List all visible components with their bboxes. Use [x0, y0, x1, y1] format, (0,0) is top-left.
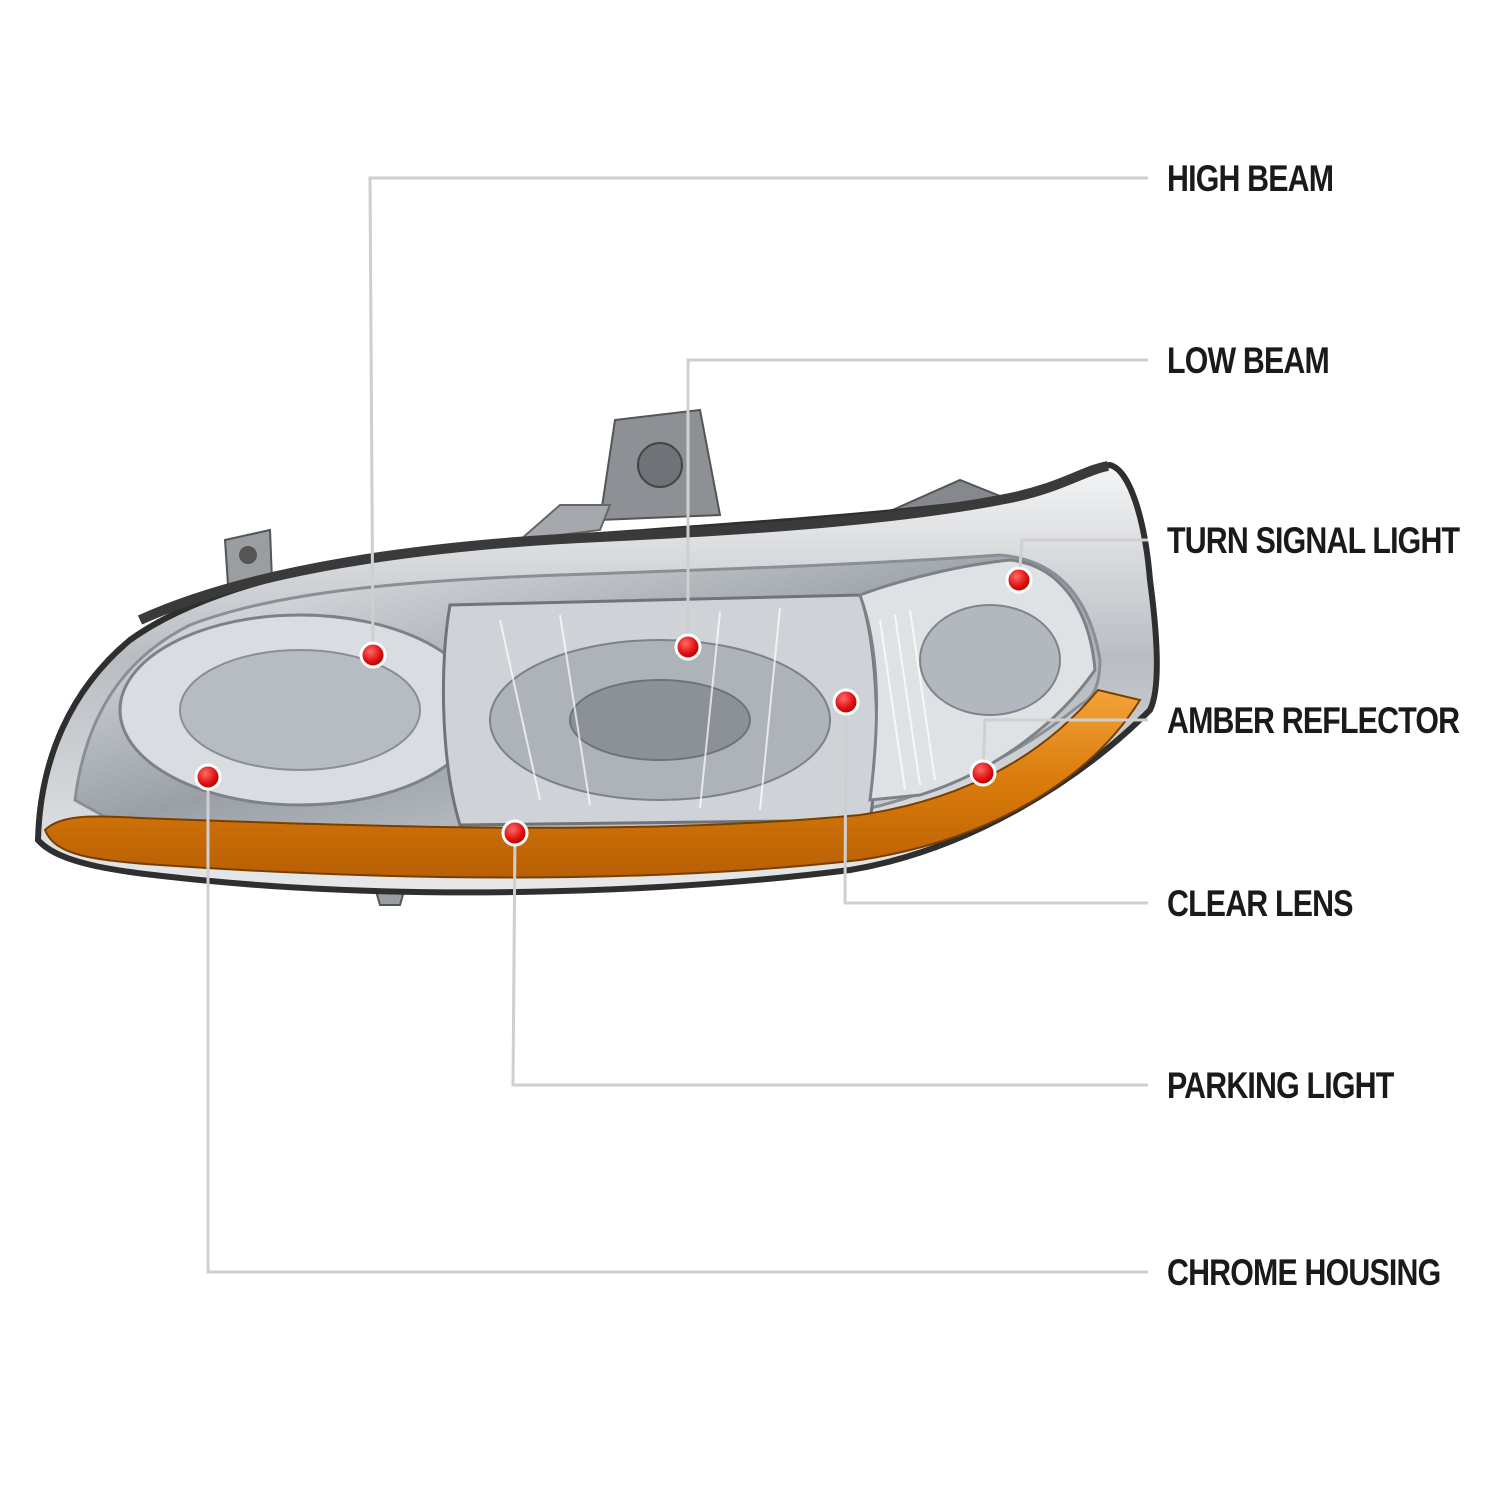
marker-parking-light — [501, 819, 529, 847]
leader-line-chrome-housing — [206, 777, 1148, 1274]
marker-dots — [194, 566, 1033, 847]
marker-low-beam — [674, 633, 702, 661]
label-clear-lens: CLEAR LENS — [1167, 883, 1353, 924]
marker-chrome-housing — [194, 763, 222, 791]
leader-line-amber-reflector — [981, 718, 1148, 774]
label-parking-light: PARKING LIGHT — [1167, 1065, 1394, 1106]
label-chrome-housing: CHROME HOUSING — [1167, 1252, 1441, 1293]
leader-line-clear-lens — [843, 701, 1148, 905]
top-seal — [137, 461, 1110, 625]
label-amber-reflector: AMBER REFLECTOR — [1167, 700, 1460, 741]
label-high-beam: HIGH BEAM — [1167, 158, 1334, 199]
marker-amber-reflector — [969, 759, 997, 787]
label-low-beam: LOW BEAM — [1167, 340, 1330, 381]
marker-clear-lens — [832, 688, 860, 716]
marker-turn-signal — [1005, 566, 1033, 594]
label-turn-signal-light: TURN SIGNAL LIGHT — [1167, 520, 1460, 561]
leader-line-high-beam — [368, 176, 1148, 656]
leader-lines — [206, 176, 1148, 1274]
leader-line-low-beam — [686, 358, 1148, 647]
marker-high-beam — [359, 641, 387, 669]
reflector-bowls — [118, 558, 1097, 827]
leader-line-parking-light — [511, 832, 1148, 1087]
amber-strip — [43, 688, 1142, 879]
